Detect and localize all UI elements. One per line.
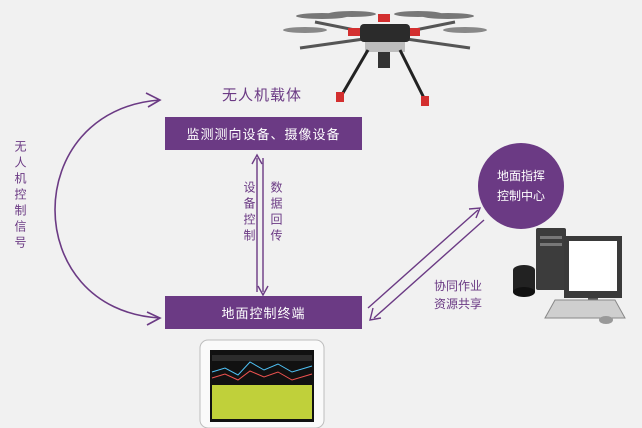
center-line-2: 控制中心 [496,189,545,203]
share-line-2: 资源共享 [433,297,482,311]
drone-carrier-label: 无人机载体 [222,86,303,104]
center-line-1: 地面指挥 [496,169,545,183]
share-line-1: 协同作业 [433,279,482,293]
command-center-circle: 地面指挥 控制中心 [478,143,564,229]
drone-control-signal-label: 无人机控制信号 [13,140,27,252]
left-arc [54,99,161,319]
tablet-illustration [199,339,325,428]
device-control-label: 设备控制 [242,181,256,245]
data-return-label: 数据回传 [269,181,283,245]
monitoring-equipment-box: 监测测向设备、摄像设备 [165,117,362,150]
resource-sharing-label: 协同作业 资源共享 [418,277,498,313]
ground-control-terminal-box: 地面控制终端 [165,296,362,329]
drone-illustration [283,11,487,106]
computer-illustration [513,228,626,324]
